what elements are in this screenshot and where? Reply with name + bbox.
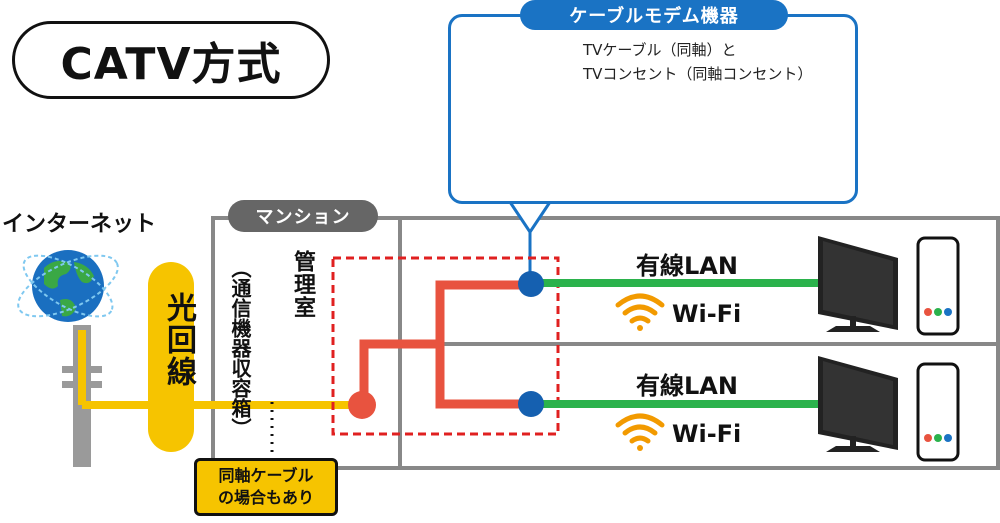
fiber-line-label: 光回線 <box>161 292 196 388</box>
wifi-icon-lower <box>615 413 665 451</box>
modem-callout-box <box>448 14 858 204</box>
smartphone-icon-upper <box>916 236 960 336</box>
internet-label: インターネット <box>2 212 157 237</box>
fiber-line <box>78 262 362 452</box>
telecom-room-box <box>331 256 560 436</box>
page-title: CATV方式 <box>12 21 330 99</box>
modem-desc-line2: TVコンセント（同軸コンセント） <box>583 65 813 83</box>
wifi-label-upper: Wi-Fi <box>672 300 742 328</box>
modem-desc-line1: TVケーブル（同軸）と <box>583 41 737 59</box>
wifi-icon-upper <box>615 293 665 331</box>
coax-note-line1: 同軸ケーブル <box>218 466 314 485</box>
globe-icon <box>17 250 119 322</box>
wired-lan-label-lower: 有線LAN <box>636 372 738 400</box>
coax-lines <box>359 280 532 409</box>
wired-lan-label-upper: 有線LAN <box>636 252 738 280</box>
modem-node-lower <box>518 391 544 417</box>
building-label: マンション <box>228 200 378 232</box>
tv-icon-lower <box>818 356 898 452</box>
management-room-label: 管理室 <box>290 250 315 319</box>
modem-node-upper <box>518 271 544 297</box>
splitter-node <box>348 391 376 419</box>
tv-icon-upper <box>818 236 898 332</box>
coax-note: 同軸ケーブル の場合もあり <box>194 458 338 516</box>
coax-note-line2: の場合もあり <box>217 488 314 507</box>
smartphone-icon-lower <box>916 362 960 462</box>
equipment-box-label: （通信機器収容箱） <box>228 258 252 438</box>
modem-description: TVケーブル（同軸）と TVコンセント（同軸コンセント） <box>583 38 853 86</box>
modem-heading: ケーブルモデム機器 <box>520 0 788 30</box>
wifi-label-lower: Wi-Fi <box>672 420 742 448</box>
